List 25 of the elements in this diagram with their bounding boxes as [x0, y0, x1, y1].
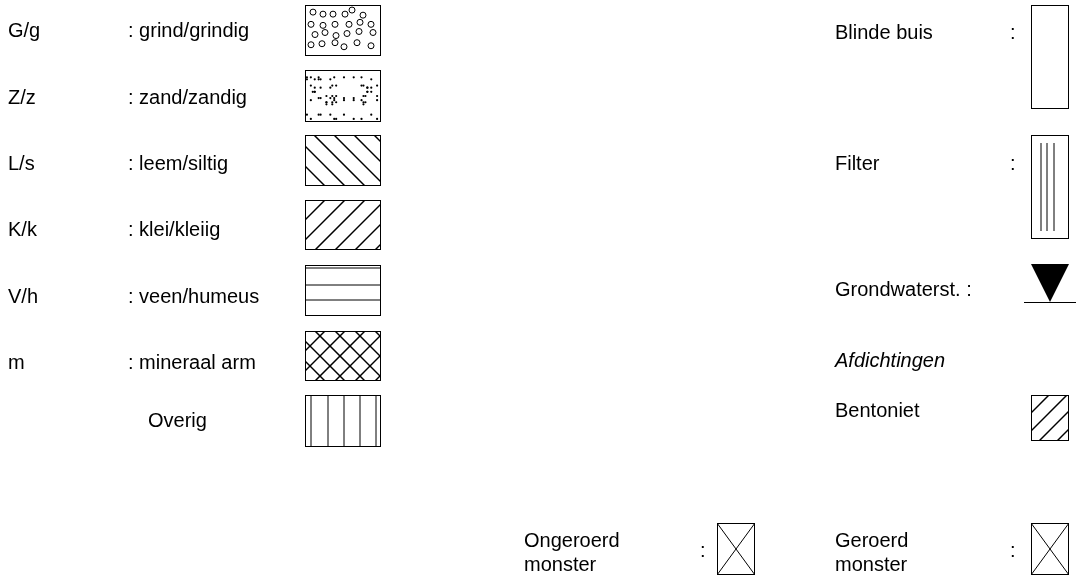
- legend-text: : leem/siltig: [128, 151, 229, 175]
- legend-text: : veen/humeus: [128, 284, 260, 308]
- legend-text: Overig: [148, 408, 207, 432]
- legend-text: Z/z: [8, 85, 36, 109]
- legend-text: K/k: [8, 217, 37, 241]
- section-heading: Afdichtingen: [835, 348, 946, 372]
- legend-text: :: [1010, 538, 1016, 562]
- legend-text: :: [700, 538, 706, 562]
- legend-text: Ongeroerd monster: [524, 528, 621, 576]
- legend-text: : klei/kleiig: [128, 217, 221, 241]
- legend-text: :: [1010, 20, 1016, 44]
- legend-text: Geroerd monster: [835, 528, 910, 576]
- legend-text: Bentoniet: [835, 398, 920, 422]
- legend-text: : grind/grindig: [128, 18, 250, 42]
- legend-text: G/g: [8, 18, 41, 42]
- legend-text: : mineraal arm: [128, 350, 256, 374]
- legend-text: : zand/zandig: [128, 85, 247, 109]
- legend-text: Grondwaterst. :: [835, 277, 972, 301]
- legend-text: Blinde buis: [835, 20, 933, 44]
- legend-text: Filter: [835, 151, 880, 175]
- legend-text: L/s: [8, 151, 35, 175]
- legend-text: V/h: [8, 284, 39, 308]
- blind-pipe-symbol: [1031, 5, 1069, 109]
- legend-text: m: [8, 350, 25, 374]
- legend-text: :: [1010, 151, 1016, 175]
